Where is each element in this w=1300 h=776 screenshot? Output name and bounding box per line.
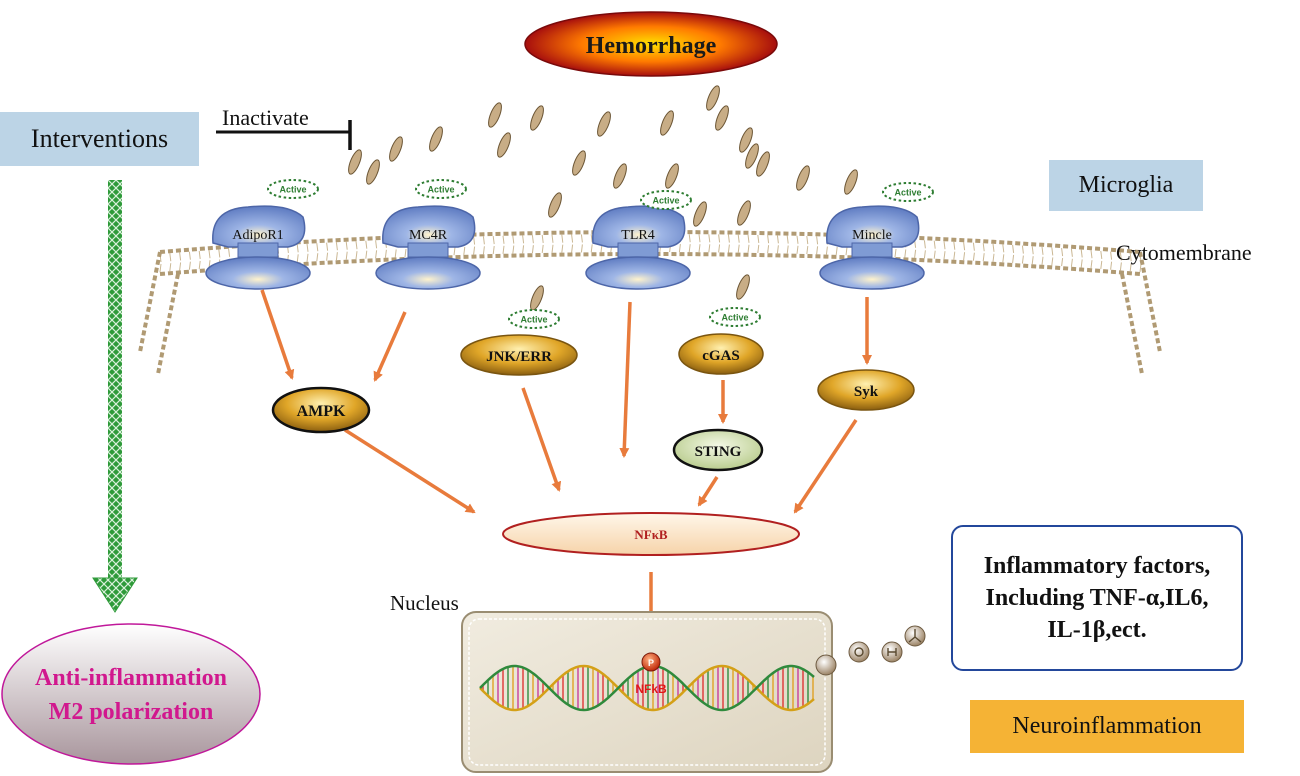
- receptor-tlr4: TLR4: [585, 205, 691, 290]
- blood-particle: [796, 165, 810, 191]
- active-badge: Active: [415, 179, 467, 199]
- inflammatory-line-2: Including TNF-α,IL6,: [985, 585, 1209, 611]
- blood-particle: [488, 102, 502, 128]
- blood-particle: [572, 150, 586, 176]
- arrow-jnk-nfkb: [521, 387, 562, 492]
- node-jnk-err: JNK/ERR: [460, 334, 578, 376]
- active-badge: Active: [882, 182, 934, 202]
- inactivate-inhibitor: Inactivate: [216, 105, 352, 150]
- blood-particle: [844, 169, 858, 195]
- arrow-tlr4-nfkb: [619, 301, 632, 458]
- blood-particle: [756, 151, 770, 177]
- active-badge: Active: [267, 179, 319, 199]
- blood-particle: [348, 149, 362, 175]
- blood-particle: [613, 163, 627, 189]
- blood-particle: [597, 111, 611, 137]
- microglia-label: Microglia: [1078, 172, 1174, 198]
- arrow-ampk-nfkb: [344, 428, 476, 514]
- node-nfkb: NFκB: [502, 512, 800, 556]
- phospho-label: P: [648, 658, 654, 668]
- blood-particle: [660, 110, 674, 136]
- receptor-adipor1-label: AdipoR1: [232, 228, 283, 243]
- active-label: Active: [652, 196, 679, 206]
- receptor-mincle: Mincle: [819, 205, 925, 290]
- inflammatory-line-1: Inflammatory factors,: [983, 553, 1211, 579]
- active-badge: Active: [640, 190, 692, 210]
- inflammatory-line-3: IL-1β,ect.: [1047, 617, 1147, 643]
- inflammatory-factors-box: Inflammatory factors, Including TNF-α,IL…: [951, 525, 1243, 671]
- active-label: Active: [721, 313, 748, 323]
- receptor-mc4r: MC4R: [375, 205, 481, 290]
- blood-particle: [665, 163, 679, 189]
- active-label: Active: [427, 185, 454, 195]
- active-badge: Active: [709, 307, 761, 327]
- hemorrhage-node: Hemorrhage: [524, 11, 778, 77]
- blood-particle: [745, 143, 759, 169]
- dna-helix: [479, 664, 815, 712]
- receptor-mc4r-label: MC4R: [409, 228, 448, 243]
- nfkb-nucleus-label: NFkB: [635, 682, 667, 696]
- blood-particle: [366, 159, 380, 185]
- arrow-syk-nfkb: [793, 419, 858, 514]
- phospho-marker: [641, 652, 661, 672]
- blood-particles: [348, 85, 858, 311]
- m2-polarization-label: M2 polarization: [49, 699, 214, 725]
- nucleus-label: Nucleus: [390, 591, 459, 615]
- receptors: AdipoR1 MC4R TLR4 Mincle: [205, 205, 925, 290]
- signal-arrows: [260, 289, 872, 647]
- cytomembrane-label: Cytomembrane: [1116, 240, 1252, 265]
- interventions-box: Interventions: [0, 112, 199, 166]
- active-badge: Active: [508, 309, 560, 329]
- ampk-label: AMPK: [297, 403, 346, 420]
- nfkb-label: NFκB: [634, 527, 668, 542]
- anti-inflammation-label: Anti-inflammation: [35, 665, 227, 691]
- blood-particle: [429, 126, 443, 152]
- active-label: Active: [279, 185, 306, 195]
- neuroinflammation-label: Neuroinflammation: [1012, 713, 1202, 739]
- active-label: Active: [520, 315, 547, 325]
- blood-particle: [548, 192, 562, 218]
- microglia-box: Microglia: [1049, 160, 1203, 211]
- jnk-err-label: JNK/ERR: [486, 349, 552, 365]
- blood-particle: [706, 85, 720, 111]
- receptor-adipor1: AdipoR1: [205, 205, 311, 290]
- blood-particle: [739, 127, 753, 153]
- syk-label: Syk: [854, 384, 879, 400]
- sting-label: STING: [695, 444, 742, 460]
- receptor-mincle-label: Mincle: [852, 228, 892, 243]
- cgas-label: cGAS: [702, 348, 740, 364]
- blood-particle: [530, 105, 544, 131]
- blood-particle: [389, 136, 403, 162]
- hemorrhage-label: Hemorrhage: [586, 33, 717, 59]
- interventions-label: Interventions: [30, 124, 169, 153]
- arrow-sting-nfkb: [697, 476, 719, 507]
- inactivate-label: Inactivate: [222, 105, 309, 130]
- node-syk: Syk: [817, 369, 915, 411]
- blood-particle: [497, 132, 511, 158]
- anti-inflammation-node: Anti-inflammation M2 polarization: [1, 623, 261, 765]
- cytokine-particles: [815, 625, 926, 676]
- blood-particle: [737, 200, 751, 226]
- node-cgas: cGAS: [678, 333, 764, 375]
- active-label: Active: [894, 188, 921, 198]
- green-down-arrow: [92, 180, 138, 613]
- neuroinflammation-box: Neuroinflammation: [970, 700, 1244, 753]
- blood-particle: [736, 274, 750, 300]
- arrow-mc4r-ampk: [373, 311, 407, 382]
- node-sting: STING: [672, 428, 764, 472]
- blood-particle: [693, 201, 707, 227]
- nucleus: Nucleus P NFkB: [390, 591, 833, 773]
- blood-particle: [715, 105, 729, 131]
- blood-particle: [530, 285, 544, 311]
- arrow-adipor1-ampk: [260, 289, 295, 380]
- node-ampk: AMPK: [271, 386, 371, 434]
- receptor-tlr4-label: TLR4: [621, 228, 654, 243]
